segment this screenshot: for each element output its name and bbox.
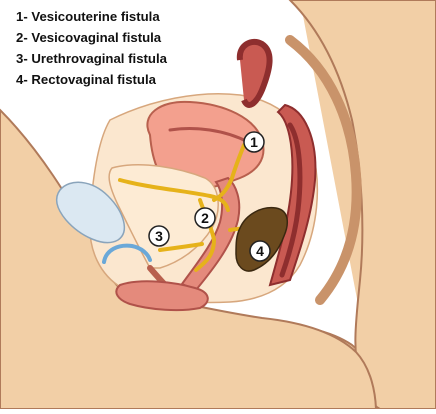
marker-4-label: 4 [256, 243, 264, 259]
legend-item-rectovaginal: 4- Rectovaginal fistula [16, 69, 167, 90]
legend-label: Vesicouterine fistula [31, 9, 160, 24]
uterine-cavity [168, 127, 250, 144]
marker-3-label: 3 [155, 228, 163, 244]
marker-1-label: 1 [250, 134, 258, 150]
urethral-sphincter [102, 243, 152, 264]
legend-separator: - [23, 51, 32, 66]
legend-number: 1 [16, 9, 24, 24]
legend-item-urethrovaginal: 3- Urethrovaginal fistula [16, 48, 167, 69]
bladder [108, 163, 219, 269]
fistula-tract-urethrovaginal [158, 242, 204, 252]
legend-number: 2 [16, 30, 24, 45]
legend-number: 4 [16, 72, 24, 87]
legend-separator: - [23, 72, 32, 87]
sigmoid-colon [236, 38, 273, 108]
fistula-legend: 1- Vesicouterine fistula 2- Vesicovagina… [16, 6, 167, 90]
fistula-tract-vesicouterine [212, 143, 246, 202]
legend-label: Vesicovaginal fistula [31, 30, 162, 45]
legend-separator: - [23, 9, 32, 24]
marker-1: 1 [243, 131, 265, 153]
sacrum [285, 35, 362, 305]
legend-label: Urethrovaginal fistula [31, 51, 167, 66]
pubic-bone [55, 181, 126, 244]
legend-separator: - [23, 30, 32, 45]
legend-item-vesicouterine: 1- Vesicouterine fistula [16, 6, 167, 27]
fistula-tract-vesicovaginal [118, 178, 230, 212]
legend-label: Rectovaginal fistula [31, 72, 156, 87]
rectum-lumen [279, 122, 303, 278]
legend-item-vesicovaginal: 2- Vesicovaginal fistula [16, 27, 167, 48]
marker-2-label: 2 [201, 210, 209, 226]
rectum [268, 103, 317, 287]
marker-2: 2 [194, 207, 216, 229]
legend-number: 3 [16, 51, 24, 66]
vulva [115, 280, 209, 312]
rectovaginal-fistula [235, 206, 289, 272]
marker-3: 3 [148, 225, 170, 247]
marker-4: 4 [249, 240, 271, 262]
